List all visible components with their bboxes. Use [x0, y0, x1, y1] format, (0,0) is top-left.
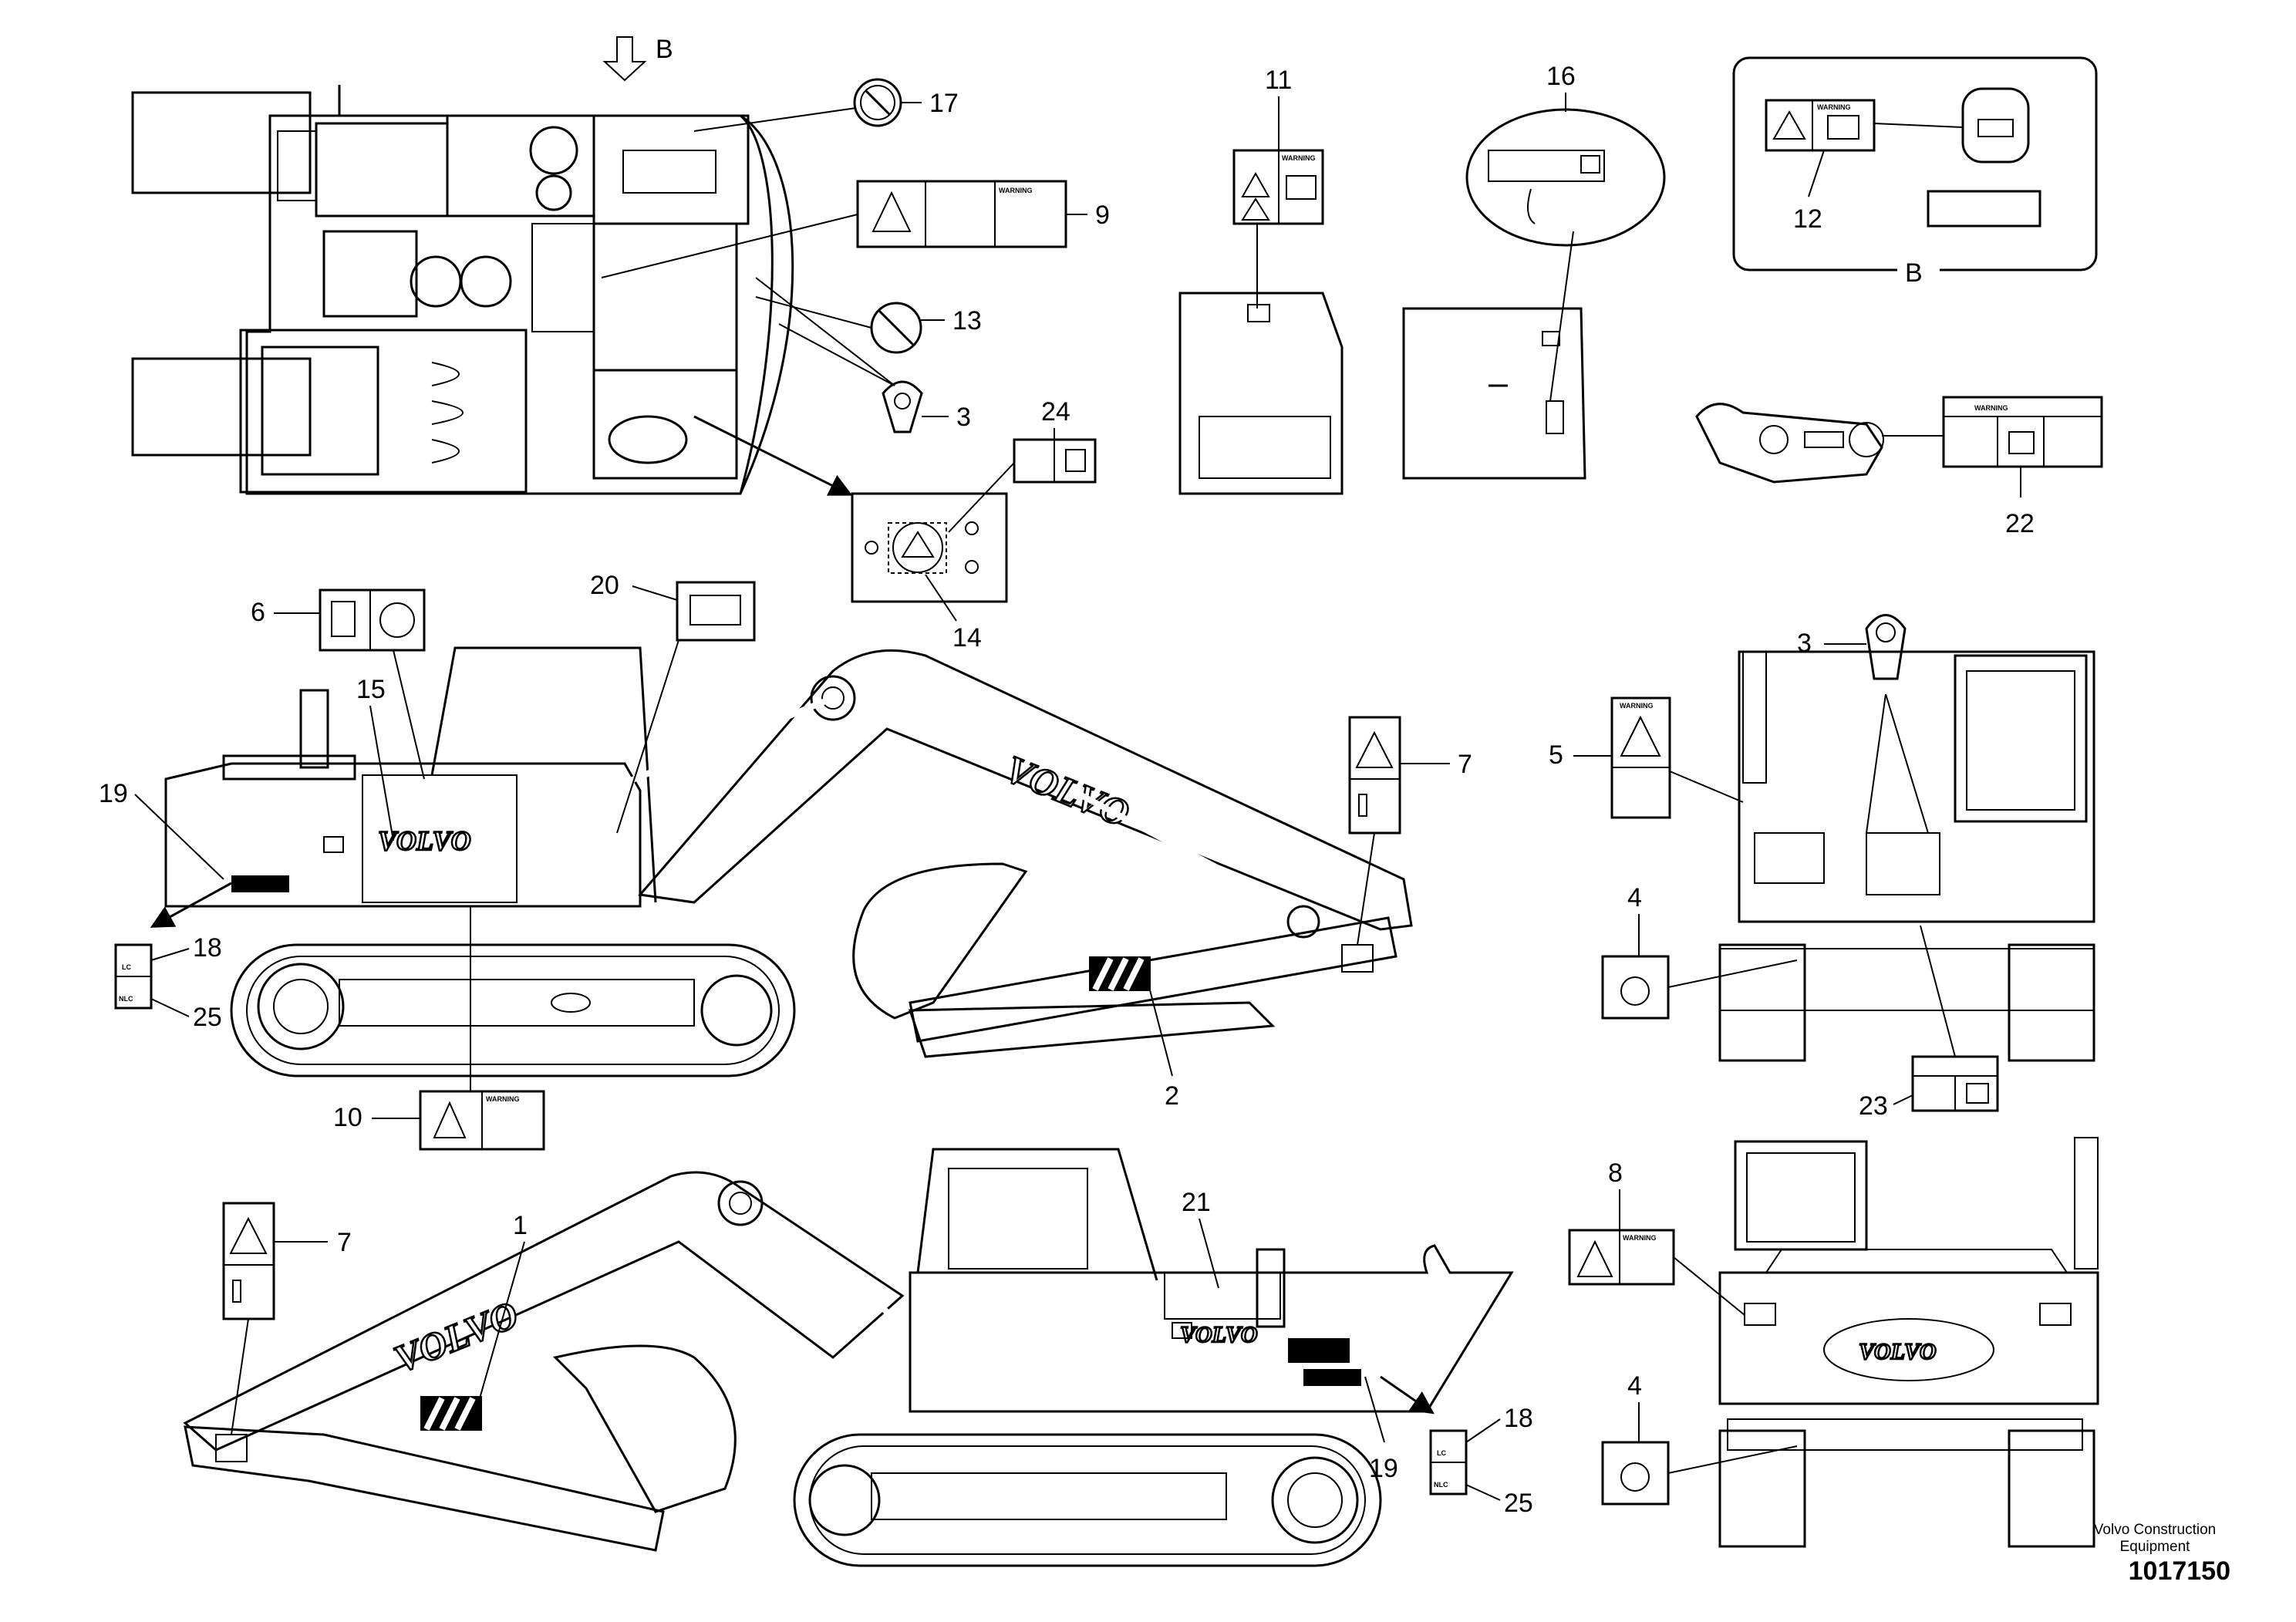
rear-view-upper: [1718, 650, 2095, 1062]
callout-19-lower: 19: [1369, 1454, 1398, 1483]
callout-7-lower: 7: [337, 1228, 352, 1257]
footer-company: Volvo Construction Equipment: [2093, 1522, 2217, 1555]
warning-text-11: WARNING: [1282, 154, 1316, 162]
callout-15: 15: [356, 675, 386, 704]
decal-10: 10 WARNING: [333, 906, 545, 1151]
callout-17: 17: [929, 89, 959, 118]
view-b-arrow: B: [602, 35, 673, 82]
callout-8: 8: [1608, 1158, 1623, 1188]
callout-25-lower: 25: [1504, 1489, 1533, 1518]
decal-17: 17: [693, 78, 959, 132]
decal-20: 20: [590, 571, 756, 834]
callout-2: 2: [1165, 1081, 1179, 1111]
callout-1-group: 1: [477, 1211, 528, 1404]
volvo-brand-boom-lower: VOLVO: [388, 1292, 524, 1381]
callout-2-group: 2: [1148, 986, 1179, 1111]
decal-6: 6: [251, 588, 426, 780]
warning-text-22: WARNING: [1974, 404, 2008, 412]
rear-view-lower: VOLVO: [1718, 1137, 2099, 1548]
nlc-text-upper: NLC: [119, 995, 133, 1003]
callout-6: 6: [251, 598, 265, 627]
decal-5: 5 WARNING: [1549, 696, 1744, 819]
decal-16-group: 16: [1402, 62, 1666, 480]
decal-4-lower: 4: [1601, 1371, 1798, 1506]
decal-23: 23: [1859, 1055, 1999, 1121]
callout-14: 14: [952, 623, 982, 653]
callout-3-top: 3: [956, 403, 971, 432]
callout-23: 23: [1859, 1091, 1888, 1121]
decal-22-group: WARNING 22: [1695, 396, 2103, 538]
callout-19-upper: 19: [99, 779, 128, 808]
decal-24: 24: [1013, 397, 1097, 484]
warning-text-12: WARNING: [1817, 103, 1851, 111]
view-b-box: WARNING 12 B: [1732, 56, 2098, 288]
side-view-upper-machine: VOLVO VOLVO: [164, 646, 1413, 1077]
decal-7-upper: 7: [1348, 716, 1472, 946]
callout-20: 20: [590, 571, 619, 600]
volvo-brand-rear: VOLVO: [1859, 1339, 1937, 1364]
decal-4-upper: 4: [1601, 883, 1798, 1020]
callout-4-upper: 4: [1627, 883, 1642, 912]
top-view-machine: [131, 85, 794, 495]
footer-doc-number: 1017150: [2128, 1556, 2230, 1586]
warning-text-8: WARNING: [1623, 1234, 1657, 1242]
warning-text-9: WARNING: [999, 187, 1033, 194]
volvo-brand-boom-upper: VOLVO: [1000, 747, 1135, 835]
callouts-lower-right: 19 LC NLC 18 25: [1364, 1375, 1533, 1518]
warning-text-5: WARNING: [1620, 702, 1654, 710]
decal-14-panel: 14: [693, 415, 1015, 653]
view-b-marker-box: B: [1905, 258, 1923, 288]
callout-1: 1: [513, 1211, 528, 1240]
callout-3-rear: 3: [1797, 629, 1812, 658]
callouts-upper-left: 15 19 LC NLC 18 25: [99, 675, 394, 1032]
callout-13: 13: [952, 306, 982, 336]
nlc-text-lower: NLC: [1434, 1481, 1448, 1489]
callout-22: 22: [2005, 509, 2035, 538]
callout-9: 9: [1095, 201, 1110, 230]
side-view-lower-machine: VOLVO VOLVO: [183, 1148, 1514, 1567]
decal-7-lower: 7: [222, 1202, 352, 1435]
callout-25-upper: 25: [193, 1003, 222, 1032]
callout-18-lower: 18: [1504, 1404, 1533, 1433]
callout-4-lower: 4: [1627, 1371, 1642, 1401]
decal-3-rear: 3: [1797, 614, 1907, 680]
decal-8: 8 WARNING: [1568, 1158, 1745, 1316]
callout-24: 24: [1041, 397, 1070, 427]
callout-18-upper: 18: [193, 933, 222, 963]
lc-text-lower: LC: [1437, 1449, 1446, 1457]
callout-10: 10: [333, 1103, 362, 1132]
decal-9: WARNING 9: [601, 180, 1110, 278]
callout-11: 11: [1265, 66, 1292, 95]
decal-11-group: 11 WARNING: [1178, 66, 1344, 495]
callout-7-upper: 7: [1458, 750, 1472, 779]
callout-21-group: 21: [1182, 1188, 1219, 1289]
callout-12: 12: [1793, 204, 1822, 234]
lc-text-upper: LC: [122, 963, 131, 971]
warning-text-10: WARNING: [486, 1095, 520, 1103]
decal-3-top: 3: [755, 277, 971, 433]
callout-21: 21: [1182, 1188, 1211, 1217]
callout-5: 5: [1549, 740, 1563, 770]
callout-16: 16: [1546, 62, 1576, 91]
decal-13: 13: [755, 296, 982, 354]
view-b-marker-top: B: [656, 35, 673, 64]
